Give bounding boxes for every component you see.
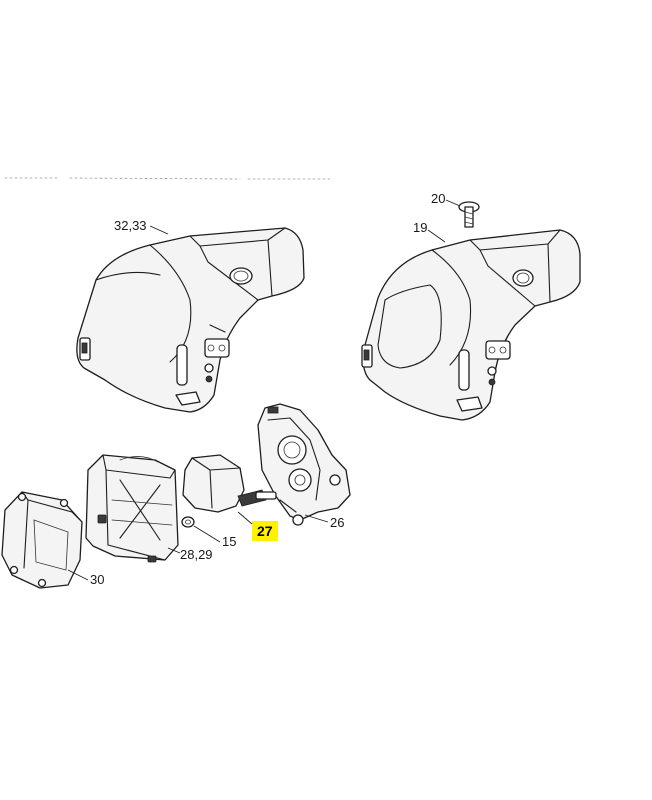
callout-20: 20 — [431, 191, 461, 207]
callout-26: 26 — [304, 514, 344, 530]
callout-32-33: 32,33 — [114, 218, 169, 235]
shroud-right — [361, 229, 581, 421]
nut-part — [181, 516, 195, 528]
svg-text:30: 30 — [90, 572, 104, 587]
svg-text:15: 15 — [222, 534, 236, 549]
air-filter — [85, 454, 179, 563]
callout-28-29: 28,29 — [167, 547, 213, 562]
filter-carrier — [257, 403, 351, 526]
callout-30: 30 — [67, 569, 104, 587]
svg-text:20: 20 — [431, 191, 445, 206]
filter-cover — [1, 491, 83, 589]
callout-19: 19 — [413, 220, 446, 243]
baffle-part — [182, 454, 277, 513]
svg-text:28,29: 28,29 — [180, 547, 213, 562]
scan-artifact-line — [4, 177, 331, 180]
svg-text:26: 26 — [330, 515, 344, 530]
svg-text:27: 27 — [257, 523, 273, 539]
svg-text:32,33: 32,33 — [114, 218, 147, 233]
callout-27-highlight: 27 — [237, 511, 278, 541]
screw-part — [458, 201, 480, 228]
callout-15: 15 — [193, 525, 236, 549]
highlight-box — [252, 521, 278, 541]
shroud-left — [76, 227, 305, 413]
svg-text:19: 19 — [413, 220, 427, 235]
